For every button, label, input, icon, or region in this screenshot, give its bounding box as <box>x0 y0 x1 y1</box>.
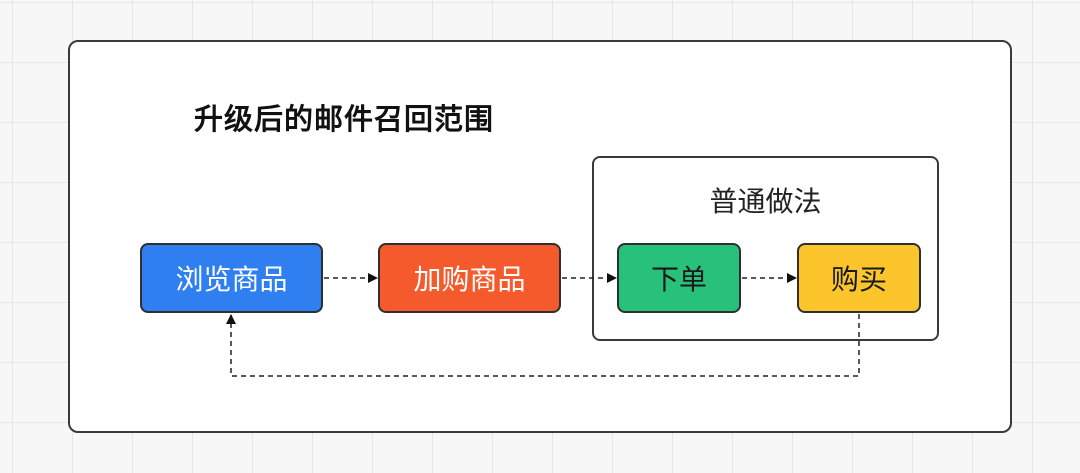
node-add-to-cart: 加购商品 <box>378 243 561 313</box>
group-label: 普通做法 <box>709 185 822 218</box>
diagram-title: 升级后的邮件召回范围 <box>194 102 495 136</box>
node-purchase: 购买 <box>797 243 921 313</box>
node-place-order: 下单 <box>617 243 741 313</box>
node-browse-products: 浏览商品 <box>140 243 323 313</box>
